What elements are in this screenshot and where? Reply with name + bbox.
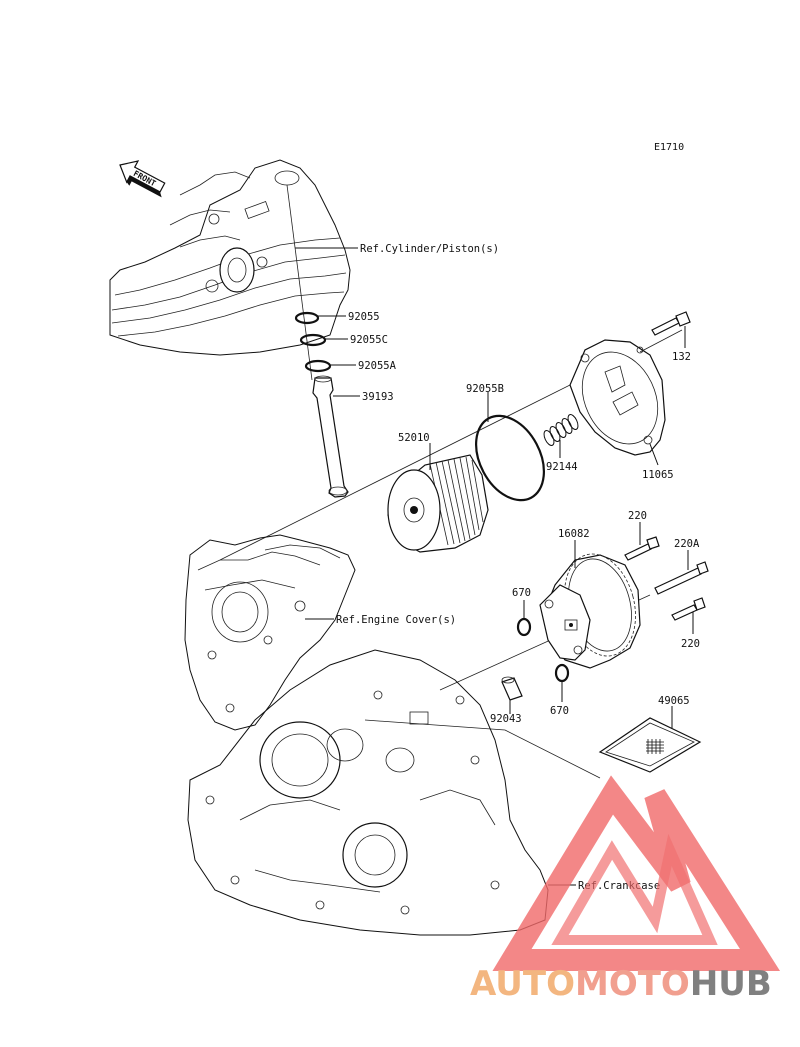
diagram-code: E1710 [654, 142, 684, 153]
part-number-220a: 220A [674, 538, 700, 550]
ref-cylinder-piston: Ref.Cylinder/Piston(s) [360, 243, 499, 255]
front-arrow-icon: FRONT [119, 160, 166, 198]
part-number-220-top: 220 [628, 510, 647, 522]
spring-92144: 92144 [543, 414, 579, 473]
oil-pipe-39193: 39193 [312, 375, 394, 498]
ref-engine-cover: Ref.Engine Cover(s) [336, 614, 456, 626]
oil-pump-16082: 16082 [539, 528, 641, 669]
part-number-92055c: 92055C [350, 334, 388, 346]
o-ring-92055b: 92055B [466, 383, 545, 502]
bolt-132: 132 [651, 311, 691, 363]
o-ring-92055a: 92055A [304, 359, 397, 373]
part-number-670-top: 670 [512, 587, 531, 599]
part-number-92144: 92144 [546, 461, 578, 473]
o-ring-92055c: 92055C [299, 333, 388, 347]
part-number-132: 132 [672, 351, 691, 363]
cylinder-head-drawing [109, 159, 351, 356]
logo-text-hub: HUB [690, 964, 772, 1004]
o-ring-670-top: 670 [512, 587, 532, 637]
o-ring-670-bottom: 670 [550, 663, 570, 717]
part-number-670-bottom: 670 [550, 705, 569, 717]
crankcase-drawing [187, 649, 549, 936]
part-number-49065: 49065 [658, 695, 690, 707]
part-number-220-bottom: 220 [681, 638, 700, 650]
part-number-52010: 52010 [398, 432, 430, 444]
part-number-92043: 92043 [490, 713, 522, 725]
filter-cover-11065: 11065 [569, 329, 683, 481]
bolt-220a: 220A [654, 538, 709, 595]
bolt-220-top: 220 [624, 510, 660, 561]
part-number-92055a: 92055A [358, 360, 397, 372]
o-ring-92055: 92055 [294, 311, 380, 325]
dowel-pin-92043: 92043 [490, 676, 523, 725]
svg-text:AUTOMOTOHUB: AUTOMOTOHUB [470, 964, 772, 1004]
oil-filter-52010: 52010 [387, 432, 489, 553]
part-number-16082: 16082 [558, 528, 590, 540]
part-number-92055b: 92055B [466, 383, 504, 395]
oil-screen-49065: 49065 [598, 695, 702, 773]
part-number-11065: 11065 [642, 469, 674, 481]
engine-cover-drawing [184, 534, 356, 731]
bolt-220-bottom: 220 [671, 597, 706, 650]
logo-text-auto: AUTO [470, 964, 575, 1004]
automotohub-logo-watermark: AUTOMOTOHUB [470, 775, 781, 1004]
part-number-92055: 92055 [348, 311, 380, 323]
part-number-39193: 39193 [362, 391, 394, 403]
logo-text-moto: MOTO [575, 964, 690, 1004]
